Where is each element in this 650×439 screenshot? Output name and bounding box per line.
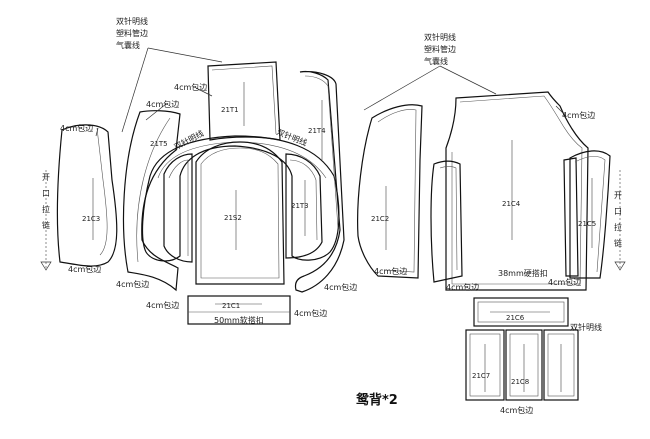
piece-code-21c3: 21C3 — [82, 215, 100, 223]
piece-code-21c8: 21C8 — [511, 378, 529, 386]
piece-code-21t1: 21T1 — [221, 106, 239, 114]
stitch-note-left-1: 双针明线 — [116, 16, 148, 26]
piece-21c8: 21C8 — [505, 329, 543, 401]
piece-21c1: 21C1 50mm软搭扣 — [187, 295, 291, 325]
piece-code-21c1: 21C1 — [222, 302, 240, 310]
piece-code-21c4: 21C4 — [502, 200, 521, 208]
piece-21t3: 21T3 — [285, 153, 323, 259]
binding-label-8: 4cm包边 — [324, 282, 357, 292]
binding-label-10: 4cm包边 — [446, 282, 479, 292]
hook-50mm-label: 50mm软搭扣 — [214, 315, 264, 325]
double-needle-label-bottom: 双针明线 — [570, 322, 602, 332]
diagram-title: 鸳背*2 — [356, 392, 398, 408]
stitch-note-left-3: 气囊线 — [116, 40, 140, 50]
piece-21s2: 21S2 — [195, 141, 285, 285]
piece-code-21c7: 21C7 — [472, 372, 490, 380]
piece-21c2: 21C2 — [357, 104, 423, 279]
stitch-note-left: 双针明线 塑料管边 气囊线 — [116, 16, 148, 50]
stitch-note-right: 双针明线 塑料管边 气囊线 — [424, 32, 456, 66]
piece-21c6: 21C6 — [473, 297, 569, 327]
piece-code-21c6: 21C6 — [506, 314, 525, 322]
piece-21c4: 21C4 — [445, 91, 589, 291]
binding-label-6: 4cm包边 — [146, 300, 179, 310]
binding-label-13: 4cm包边 — [500, 405, 533, 415]
piece-21c4-side-left — [430, 160, 463, 283]
double-needle-label-right: 双针明线 — [275, 127, 308, 148]
binding-label-7: 4cm包边 — [294, 308, 327, 318]
piece-code-21s2: 21S2 — [224, 214, 242, 222]
binding-label-3: 4cm包边 — [60, 123, 93, 133]
open-zip-char-2: 口 — [42, 189, 50, 198]
stitch-note-right-3: 气囊线 — [424, 56, 448, 66]
open-zip-left: 开 口 拉 链 — [40, 170, 52, 271]
open-zip-right-char-4: 链 — [614, 238, 622, 248]
stitch-note-right-2: 塑料管边 — [424, 44, 456, 54]
binding-label-11: 4cm包边 — [548, 277, 581, 287]
open-zip-right-char-2: 口 — [614, 207, 622, 216]
open-zip-char-4: 链 — [42, 220, 50, 230]
binding-label-9: 4cm包边 — [374, 266, 407, 276]
piece-21t5: 21T5 — [122, 110, 181, 292]
stitch-note-left-2: 塑料管边 — [116, 28, 148, 38]
open-zip-right: 开 口 拉 链 — [614, 170, 626, 271]
piece-code-21t4: 21T4 — [308, 127, 326, 135]
piece-window-left — [163, 153, 193, 263]
binding-label-5: 4cm包边 — [116, 279, 149, 289]
piece-21c7: 21C7 — [465, 329, 505, 401]
leader-lines — [95, 47, 567, 137]
binding-label-12: 4cm包边 — [562, 110, 595, 120]
open-zip-char-1: 开 — [42, 173, 50, 182]
piece-21c3: 21C3 — [56, 124, 118, 267]
open-zip-right-char-3: 拉 — [614, 222, 622, 232]
open-zip-char-3: 拉 — [42, 204, 50, 214]
piece-code-21t5: 21T5 — [150, 140, 168, 148]
binding-label-2: 4cm包边 — [146, 99, 179, 109]
piece-21t4: 21T4 — [294, 70, 345, 293]
binding-label-1: 4cm包边 — [174, 82, 207, 92]
open-zip-right-char-1: 开 — [614, 191, 622, 200]
piece-frame-outer — [141, 135, 340, 262]
piece-code-21t3: 21T3 — [291, 202, 309, 210]
piece-21c4-side-right — [563, 157, 579, 277]
piece-21c8-strip — [543, 329, 579, 401]
hook-38mm-label: 38mm硬搭扣 — [498, 268, 548, 278]
piece-code-21c5: 21C5 — [578, 220, 596, 228]
piece-21t1: 21T1 — [207, 61, 281, 141]
piece-21c5: 21C5 — [569, 150, 611, 279]
binding-label-4: 4cm包边 — [68, 264, 101, 274]
stitch-note-right-1: 双针明线 — [424, 32, 456, 42]
piece-code-21c2: 21C2 — [371, 215, 389, 223]
binding-labels: 4cm包边 4cm包边 4cm包边 4cm包边 4cm包边 4cm包边 4cm包… — [60, 82, 595, 415]
